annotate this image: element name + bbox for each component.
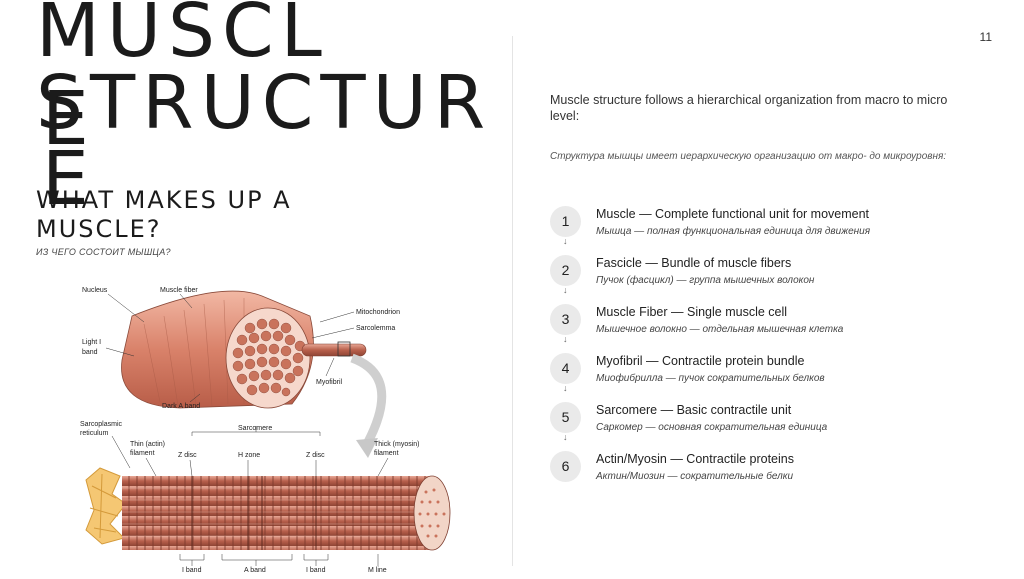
step-title-ru: Мышца — полная функциональная единица дл…: [596, 226, 870, 237]
step-title-ru: Актин/Миозин — сократительные белки: [596, 471, 793, 482]
label-muscle-fiber: Muscle fiber: [160, 287, 198, 294]
label-i-band-left: I band: [182, 567, 202, 574]
step-title-ru: Пучок (фасцикл) — группа мышечных волоко…: [596, 275, 814, 286]
label-h-zone: H zone: [238, 452, 260, 459]
step-title: Actin/Myosin — Contractile proteins: [596, 452, 794, 466]
down-arrow-icon: ↓: [563, 285, 568, 295]
label-z-disc-right: Z disc: [306, 452, 325, 459]
step-title: Muscle — Complete functional unit for mo…: [596, 207, 869, 221]
step-title-ru: Саркомер — основная сократительная едини…: [596, 422, 827, 433]
hierarchy-list: 1 ↓ Muscle — Complete functional unit fo…: [550, 204, 990, 498]
label-thick-filament-2: filament: [374, 450, 399, 457]
hierarchy-step: 6 Actin/Myosin — Contractile proteins Ак…: [550, 449, 990, 498]
label-myofibril: Myofibril: [316, 379, 343, 386]
down-arrow-icon: ↓: [563, 383, 568, 393]
intro-ru: Структура мышцы имеет иерархическую орга…: [550, 150, 950, 164]
hierarchy-step: 1 ↓ Muscle — Complete functional unit fo…: [550, 204, 990, 253]
step-title: Muscle Fiber — Single muscle cell: [596, 305, 787, 319]
step-title: Fascicle — Bundle of muscle fibers: [596, 256, 791, 270]
myofibril-illustration: [86, 468, 450, 550]
muscle-structure-diagram: Nucleus Muscle fiber Mitochondrion Sarco…: [72, 276, 492, 574]
label-light-band-2: band: [82, 349, 98, 356]
label-mitochondrion: Mitochondrion: [356, 309, 400, 316]
label-z-disc-left: Z disc: [178, 452, 197, 459]
title-line-1: MUSCL: [36, 0, 329, 68]
step-number-badge: 1: [550, 206, 581, 237]
slide-number: 11: [980, 30, 992, 44]
step-number-badge: 6: [550, 451, 581, 482]
hierarchy-step: 3 ↓ Muscle Fiber — Single muscle cell Мы…: [550, 302, 990, 351]
muscle-fiber-illustration: [121, 291, 381, 458]
label-light-band: Light I: [82, 339, 101, 346]
step-title: Sarcomere — Basic contractile unit: [596, 403, 791, 417]
label-m-line: M line: [368, 567, 387, 574]
step-number-badge: 2: [550, 255, 581, 286]
step-title: Myofibril — Contractile protein bundle: [596, 354, 804, 368]
label-nucleus: Nucleus: [82, 287, 108, 294]
intro-en: Muscle structure follows a hierarchical …: [550, 92, 980, 124]
label-sarcoplasmic-reticulum: Sarcoplasmic: [80, 421, 123, 428]
hierarchy-step: 5 ↓ Sarcomere — Basic contractile unit С…: [550, 400, 990, 449]
hierarchy-step: 4 ↓ Myofibril — Contractile protein bund…: [550, 351, 990, 400]
label-thin-filament-2: filament: [130, 450, 155, 457]
step-number-badge: 5: [550, 402, 581, 433]
step-title-ru: Мышечное волокно — отдельная мышечная кл…: [596, 324, 843, 335]
subtitle-ru: ИЗ ЧЕГО СОСТОИТ МЫШЦА?: [36, 247, 171, 257]
label-a-band: A band: [244, 567, 266, 574]
step-number-badge: 3: [550, 304, 581, 335]
label-sarcomere: Sarcomere: [238, 425, 272, 432]
down-arrow-icon: ↓: [563, 334, 568, 344]
label-sarcolemma: Sarcolemma: [356, 325, 395, 332]
subtitle: WHAT MAKES UP A MUSCLE?: [36, 186, 336, 244]
step-number-badge: 4: [550, 353, 581, 384]
hierarchy-step: 2 ↓ Fascicle — Bundle of muscle fibers П…: [550, 253, 990, 302]
label-i-band-right: I band: [306, 567, 326, 574]
title-line-2: STRUCTUR: [36, 66, 492, 140]
label-thick-filament: Thick (myosin): [374, 441, 420, 448]
step-title-ru: Миофибрилла — пучок сократительных белко…: [596, 373, 825, 384]
column-divider: [512, 36, 513, 566]
label-thin-filament: Thin (actin): [130, 441, 165, 448]
label-dark-band: Dark A band: [162, 403, 200, 410]
down-arrow-icon: ↓: [563, 432, 568, 442]
label-sarcoplasmic-reticulum-2: reticulum: [80, 430, 109, 437]
down-arrow-icon: ↓: [563, 236, 568, 246]
